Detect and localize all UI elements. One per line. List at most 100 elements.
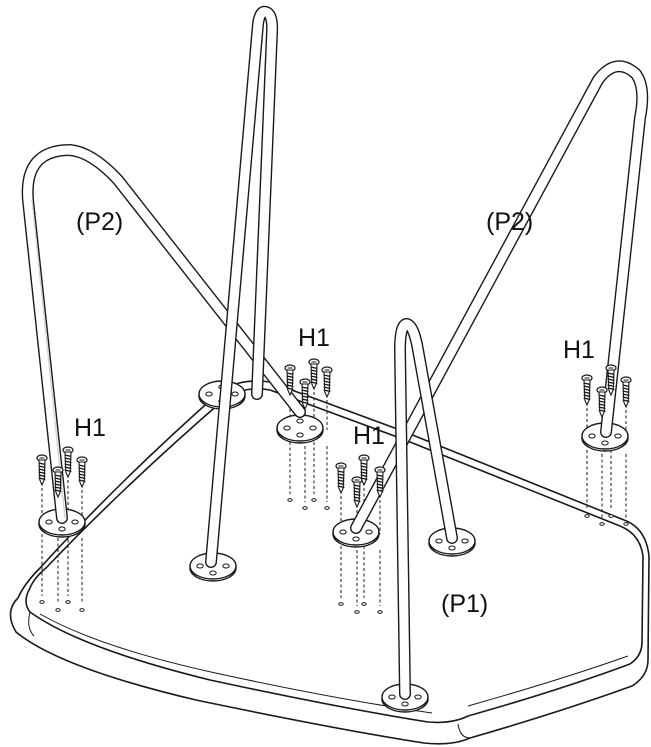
screw-thread — [376, 483, 384, 487]
screw-thread — [78, 467, 86, 471]
plate-hole — [283, 425, 291, 431]
screw-thread — [598, 397, 606, 401]
screw-thread — [54, 489, 62, 493]
screw-thread — [54, 477, 62, 481]
screw-group-right — [581, 364, 632, 419]
screw-thread — [376, 474, 384, 478]
plate-hole — [296, 418, 304, 424]
screw-icon — [358, 454, 370, 487]
screw-thread — [607, 378, 615, 382]
screw-thread — [78, 464, 86, 468]
screw-thread — [301, 386, 309, 390]
screw-thread — [301, 398, 309, 402]
screw-thread — [286, 387, 294, 391]
label-p2-left: (P2) — [76, 208, 123, 236]
table-top-bevel-line-right — [467, 655, 629, 707]
screw-thread — [286, 378, 294, 382]
screw-thread — [360, 468, 368, 472]
screw-thread — [323, 380, 331, 384]
screw-thread — [376, 486, 384, 490]
plate-hole — [71, 519, 79, 525]
screw-thread — [337, 470, 345, 474]
screw-thread — [376, 489, 384, 493]
screw-thread — [583, 397, 591, 401]
table-top-bevel-line — [39, 613, 433, 714]
plate-hole — [231, 391, 239, 397]
screw-thread — [310, 372, 318, 376]
screw-thread — [323, 389, 331, 393]
screw-thread — [607, 384, 615, 388]
screw-thread — [353, 490, 361, 494]
screw-thread — [583, 385, 591, 389]
screw-icon — [335, 462, 347, 495]
screw-thread — [337, 485, 345, 489]
screw-thread — [353, 493, 361, 497]
screw-thread — [360, 462, 368, 466]
screw-thread — [38, 468, 46, 472]
screw-thread — [38, 471, 46, 475]
screw-thread — [323, 383, 331, 387]
drill-hole — [338, 602, 344, 606]
screw-thread — [310, 375, 318, 379]
screw-thread — [78, 470, 86, 474]
screw-thread — [360, 477, 368, 481]
screw-icon — [351, 476, 363, 509]
screw-thread — [286, 372, 294, 376]
screw-thread — [64, 469, 72, 473]
screw-thread — [286, 375, 294, 379]
screw-thread — [607, 372, 615, 376]
screw-thread — [376, 480, 384, 484]
drill-hole — [65, 600, 71, 604]
screw-thread — [54, 486, 62, 490]
screw-thread — [622, 399, 630, 403]
screw-icon — [299, 378, 311, 411]
plate-hole — [205, 391, 213, 397]
screw-thread — [583, 394, 591, 398]
plate-hole — [222, 563, 230, 569]
screw-thread — [376, 477, 384, 481]
screw-thread — [64, 466, 72, 470]
screw-thread — [337, 473, 345, 477]
screw-thread — [622, 384, 630, 388]
screw-group-mid — [335, 454, 386, 509]
screw-icon — [36, 454, 48, 487]
screw-thread — [78, 479, 86, 483]
screw-thread — [607, 375, 615, 379]
leg-p1 — [394, 318, 458, 700]
screw-thread — [64, 457, 72, 461]
screw-thread — [38, 465, 46, 469]
label-h1-right: H1 — [563, 336, 595, 364]
table-top — [9, 380, 650, 745]
screw-thread — [598, 406, 606, 410]
screw-thread — [353, 484, 361, 488]
drill-hole — [302, 506, 308, 510]
screw-group-center — [284, 358, 333, 411]
screw-thread — [360, 471, 368, 475]
screw-icon — [76, 456, 88, 489]
screw-thread — [337, 482, 345, 486]
leg-p2-left — [21, 144, 306, 524]
screw-thread — [323, 374, 331, 378]
screw-thread — [598, 400, 606, 404]
leg-p2-right — [350, 60, 649, 534]
drill-hole — [39, 600, 45, 604]
plate-hole — [45, 519, 53, 525]
legs — [21, 5, 649, 700]
drill-hole — [324, 506, 330, 510]
label-p2-right: (P2) — [486, 208, 533, 236]
screw-thread — [337, 476, 345, 480]
screw-icon — [321, 366, 333, 399]
screw-thread — [54, 483, 62, 487]
screw-thread — [607, 381, 615, 385]
screw-icon — [374, 466, 386, 499]
screw-thread — [607, 387, 615, 391]
screw-thread — [360, 465, 368, 469]
plate-hole — [196, 563, 204, 569]
screw-icon — [284, 364, 296, 397]
plate-hole — [461, 538, 469, 544]
plate-hole — [435, 538, 443, 544]
screw-thread — [323, 377, 331, 381]
screw-icon — [52, 466, 64, 499]
label-h1-center: H1 — [298, 324, 330, 352]
